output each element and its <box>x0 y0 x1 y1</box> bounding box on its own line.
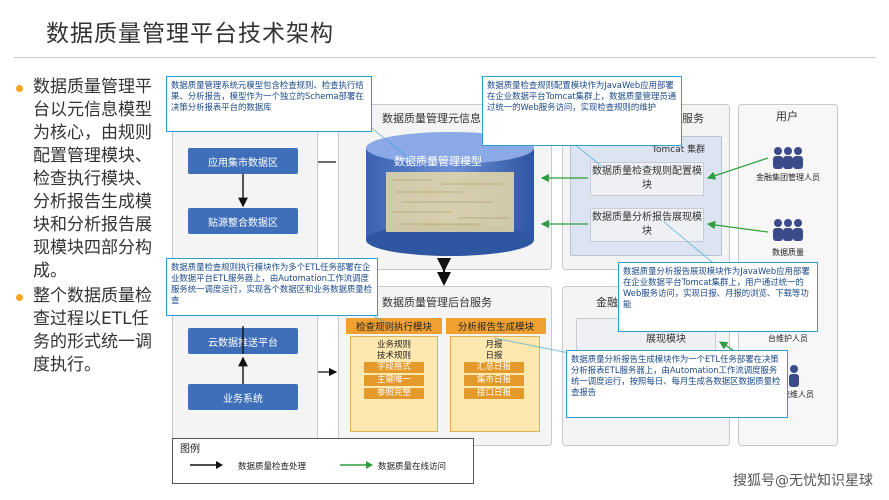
ref-integrity-item: 参照完整 <box>364 388 424 399</box>
daily-report-label: 日报 <box>485 351 503 361</box>
rule-config-module-box: 数据质量检查规则配置模块 <box>590 162 704 196</box>
page-title: 数据质量管理平台技术架构 <box>46 21 334 47</box>
summary-daily-item: 汇总日报 <box>464 362 524 373</box>
legend-check-label: 数据质量检查处理 <box>238 462 307 472</box>
report-gen-module-header: 分析报告生成模块 <box>446 318 546 334</box>
tech-rule-label: 技术规则 <box>376 351 411 361</box>
report-stack: 月报 日报 汇总日报 集市日报 接口日报 <box>464 340 524 401</box>
users-panel-title: 用户 <box>776 110 798 123</box>
title-divider <box>14 57 876 58</box>
bullet-text: 整个数据质量检查过程以ETL任务的形式统一调度执行。 <box>33 286 152 375</box>
quality-user-label: 数据质量 <box>772 248 804 257</box>
web-service-panel-title: 服务 <box>682 112 704 125</box>
maintainer-user-label: 台维护人员 <box>768 334 808 343</box>
app-mart-zone-box: 应用集市数据区 <box>188 148 298 174</box>
bullet-item: 数据质量管理平台以元信息模型为核心，由规则配置管理模块、检查执行模块、分析报告生… <box>16 76 154 283</box>
tomcat-cluster-label: Tomcat 集群 <box>652 145 706 155</box>
field-format-item: 字段格式 <box>364 362 424 373</box>
database-label: 数据质量管理模型 <box>394 155 482 168</box>
callout-report-gen: 数据质量分析报告生成模块作为一个ETL任务部署在决策分析报表ETL服务器上，由A… <box>566 350 788 418</box>
monthly-report-label: 月报 <box>485 340 503 350</box>
bullet-text: 数据质量管理平台以元信息模型为核心，由规则配置管理模块、检查执行模块、分析报告生… <box>33 77 152 281</box>
meta-info-panel-title: 数据质量管理元信息 <box>382 112 481 125</box>
pk-unique-item: 主键唯一 <box>364 375 424 386</box>
watermark: 搜狐号@无忧知识星球 <box>733 473 873 489</box>
legend-title: 图例 <box>180 444 200 455</box>
exec-rule-stack: 业务规则 技术规则 字段格式 主键唯一 参照完整 <box>364 340 424 401</box>
report-display-module-box: 数据质量分析报告展现模块 <box>590 208 704 242</box>
business-system-box: 业务系统 <box>188 384 298 410</box>
callout-check-exec: 数据质量检查规则执行模块作为多个ETL任务部署在企业数据平台ETL服务器上，由A… <box>166 258 378 316</box>
source-integration-zone-box: 贴源整合数据区 <box>188 208 298 234</box>
architecture-diagram: 应用集市数据区 贴源整合数据区 云数据推送平台 业务系统 数据质量管理元信息 数… <box>164 72 880 492</box>
legend-black-arrow-icon <box>190 461 223 469</box>
bullet-list: 数据质量管理平台以元信息模型为核心，由规则配置管理模块、检查执行模块、分析报告生… <box>16 76 154 379</box>
legend-online-label: 数据质量在线访问 <box>378 462 447 472</box>
business-rule-label: 业务规则 <box>376 340 411 350</box>
sys-maintainer-label: 系统维人员 <box>774 390 814 399</box>
legend <box>172 438 474 484</box>
user-group-icon <box>773 147 803 169</box>
callout-rule-config: 数据质量检查规则配置模块作为JavaWeb应用部署在企业数据平台Tomcat集群… <box>482 76 682 146</box>
bullet-dot-icon <box>16 85 23 92</box>
user-group-label: 金融集团管理人员 <box>756 173 820 182</box>
callout-meta-model: 数据质量管理系统元模型包含检查规则、检查执行结果、分析报告，模型作为一个独立的S… <box>166 76 372 132</box>
finance-display-label: 展现模块 <box>646 334 686 345</box>
bullet-item: 整个数据质量检查过程以ETL任务的形式统一调度执行。 <box>16 285 154 377</box>
quality-user-icon <box>773 219 803 241</box>
bullet-dot-icon <box>16 294 23 301</box>
backend-service-panel-title: 数据质量管理后台服务 <box>382 296 492 309</box>
interface-daily-item: 接口日报 <box>464 388 524 399</box>
database-cylinder-icon <box>366 132 534 256</box>
mart-daily-item: 集市日报 <box>464 375 524 386</box>
finance-panel-title: 金融 <box>596 296 618 309</box>
legend-green-arrow-icon <box>340 461 373 469</box>
callout-report-display: 数据质量分析报告展现模块作为JavaWeb应用部署在企业数据平台Tomcat集群… <box>618 262 818 332</box>
